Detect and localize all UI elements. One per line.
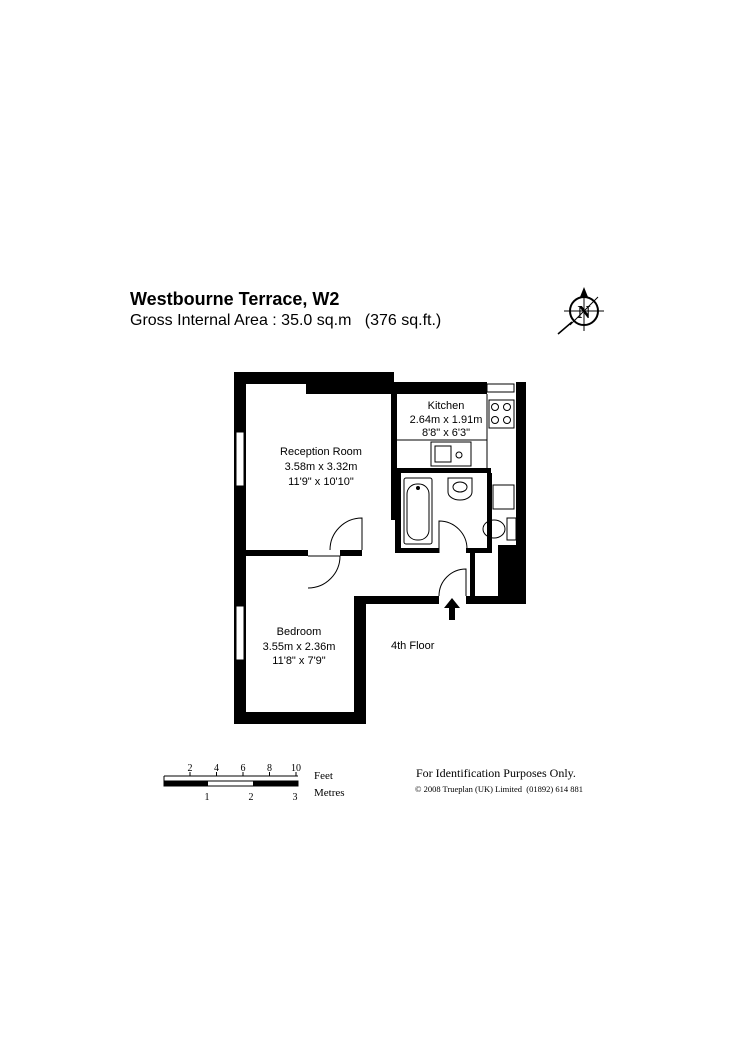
bathroom-fittings	[403, 477, 517, 545]
kitchen-fittings	[397, 394, 515, 468]
doors	[307, 517, 468, 597]
metre-tick-label: 2	[249, 792, 254, 803]
metre-tick-label: 1	[205, 792, 210, 803]
room-metric: 3.58m x 3.32m	[285, 461, 358, 473]
room-name: Bedroom	[277, 626, 322, 638]
sink-icon	[430, 441, 472, 467]
room-metric: 2.64m x 1.91m	[410, 414, 483, 426]
compass-label: N	[578, 302, 591, 322]
room-imperial: 11'9" x 10'10"	[288, 476, 354, 488]
gross-internal-area: Gross Internal Area : 35.0 sq.m (376 sq.…	[130, 312, 442, 329]
hob-icon	[488, 399, 515, 429]
room-kitchen: Kitchen 2.64m x 1.91m 8'8" x 6'3"	[410, 400, 483, 439]
scale-feet-label: Feet	[314, 770, 333, 782]
room-imperial: 11'8" x 7'9"	[272, 655, 325, 667]
floor-label: 4th Floor	[391, 640, 435, 652]
feet-tick-label: 6	[241, 763, 246, 774]
room-bedroom: Bedroom 3.55m x 2.36m 11'8" x 7'9"	[263, 626, 336, 667]
room-name: Kitchen	[428, 400, 465, 412]
north-compass-icon: N	[557, 287, 604, 335]
room-reception: Reception Room 3.58m x 3.32m 11'9" x 10'…	[280, 446, 362, 488]
windows	[235, 383, 515, 661]
metre-tick-label: 3	[293, 792, 298, 803]
property-title: Westbourne Terrace, W2	[130, 289, 340, 309]
bath-icon	[403, 477, 433, 545]
identification-note: For Identification Purposes Only.	[416, 766, 576, 780]
room-name: Reception Room	[280, 446, 362, 458]
scale-metres-label: Metres	[314, 787, 345, 799]
basin-icon	[447, 477, 473, 501]
room-imperial: 8'8" x 6'3"	[422, 427, 470, 439]
feet-tick-label: 4	[214, 763, 219, 774]
room-metric: 3.55m x 2.36m	[263, 641, 336, 653]
feet-tick-label: 8	[267, 763, 272, 774]
feet-tick-label: 2	[188, 763, 193, 774]
toilet-icon	[482, 517, 517, 541]
copyright-note: © 2008 Trueplan (UK) Limited (01892) 614…	[415, 784, 583, 794]
feet-tick-label: 10	[291, 763, 301, 774]
entrance-arrow-icon	[444, 598, 460, 620]
